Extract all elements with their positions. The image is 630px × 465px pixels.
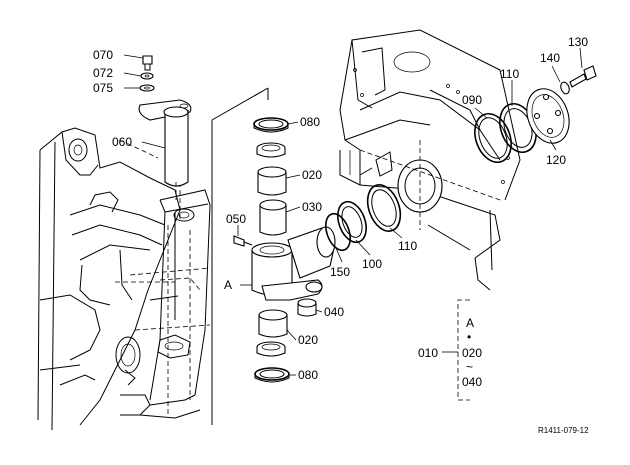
- callout-110-upper: 110: [500, 67, 519, 81]
- callout-050: 050: [226, 212, 246, 226]
- axle-frame: [339, 29, 521, 291]
- frame-bracket: [37, 127, 211, 431]
- callout-080-bottom: 080: [298, 368, 318, 382]
- leader-lines: [123, 47, 583, 376]
- callout-140: 140: [540, 51, 560, 65]
- callout-150: 150: [330, 265, 350, 279]
- callout-labels: 070 072 075 060 080 020 030 050 A 040 02…: [93, 35, 588, 382]
- legend-marker: A: [466, 316, 474, 330]
- callout-110-lower: 110: [398, 239, 417, 253]
- callout-060: 060: [112, 135, 132, 149]
- callout-120: 120: [546, 153, 566, 167]
- callout-100: 100: [362, 257, 382, 271]
- callout-130: 130: [568, 35, 588, 49]
- callout-070: 070: [93, 48, 113, 62]
- legend-from: 020: [462, 346, 482, 360]
- pin-assembly-060: [138, 55, 192, 200]
- callout-020-lower: 020: [298, 333, 318, 347]
- horizontal-rings: [324, 65, 597, 252]
- callout-075: 075: [93, 81, 113, 95]
- callout-030: 030: [302, 200, 322, 214]
- callout-072: 072: [93, 66, 113, 80]
- legend-bracket: [442, 299, 470, 401]
- reference-code: R1411-079-12: [538, 426, 589, 435]
- legend-assembly: 010: [418, 346, 438, 360]
- legend-dot: •: [467, 330, 471, 344]
- stack-box: [211, 87, 269, 425]
- callout-090: 090: [462, 93, 482, 107]
- legend: 010 A • 020 ~ 040: [418, 316, 482, 389]
- callout-020-upper: 020: [302, 168, 322, 182]
- legend-to: 040: [462, 375, 482, 389]
- callout-A: A: [224, 278, 232, 292]
- callout-080-top: 080: [300, 115, 320, 129]
- vertical-stack: [233, 117, 336, 383]
- legend-tilde: ~: [466, 360, 473, 374]
- callout-040: 040: [324, 305, 344, 319]
